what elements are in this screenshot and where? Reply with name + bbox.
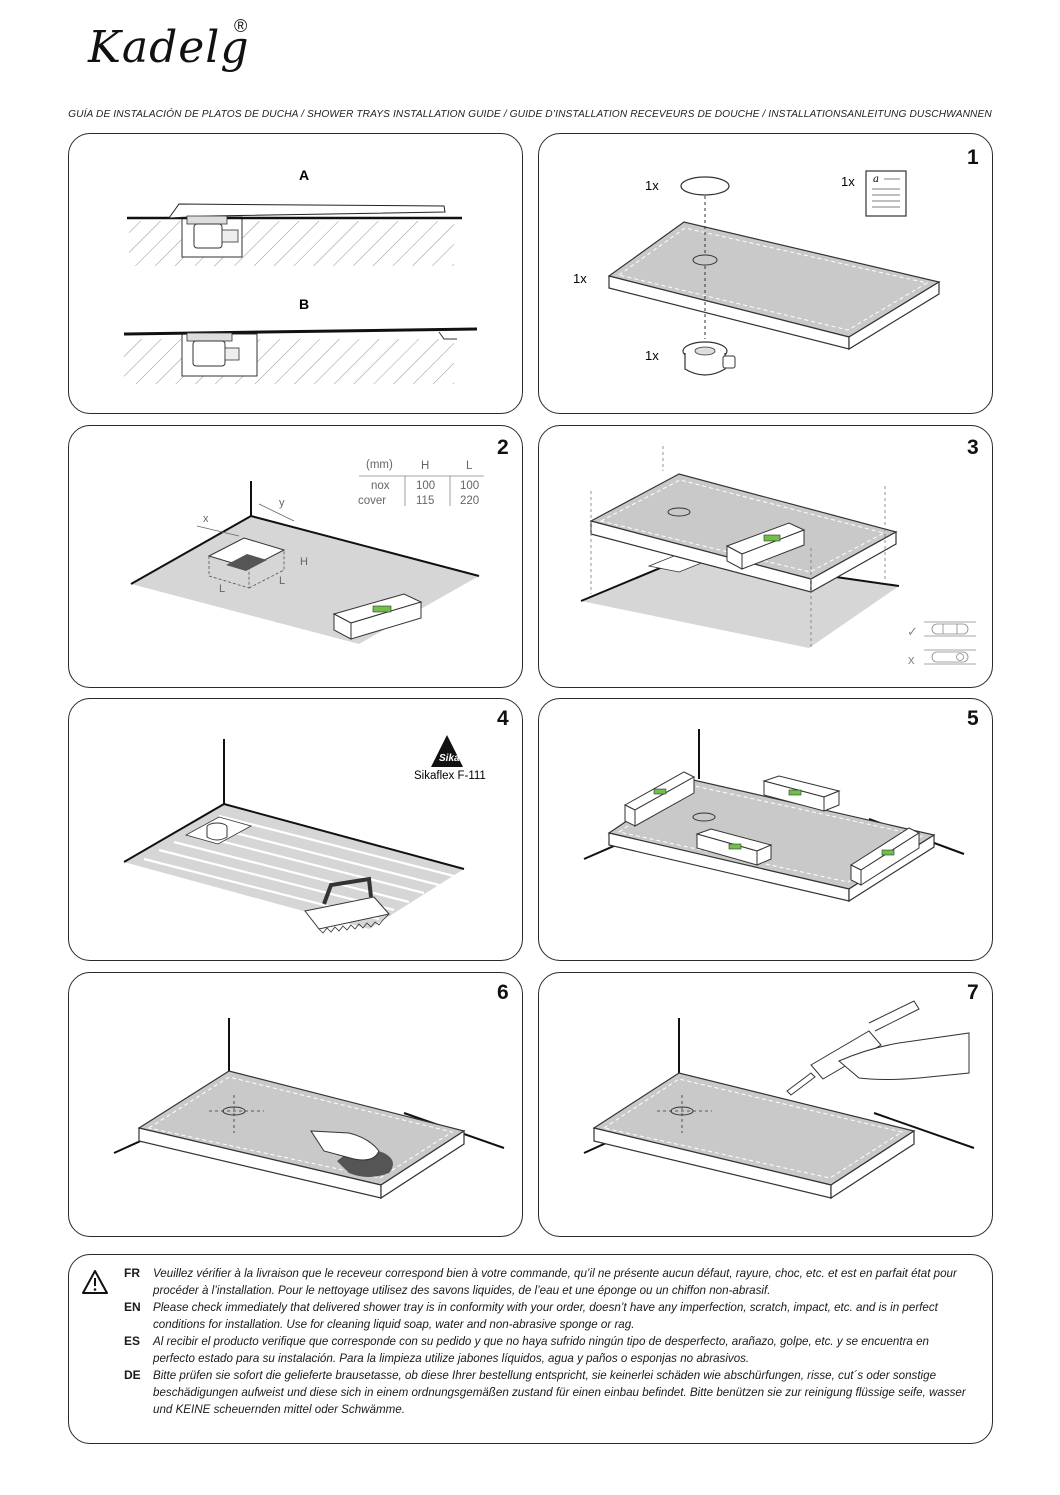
notice-box: FR Veuillez vérifier à la livraison que … — [68, 1254, 993, 1444]
dimensions-table: (mm) H L nox 100 100 cover 115 220 — [358, 459, 484, 507]
svg-text:a: a — [873, 174, 879, 185]
dim-h: H — [300, 556, 308, 568]
table-row-l: 220 — [460, 495, 479, 507]
qty-drain: 1x — [645, 348, 659, 363]
dim-l2: L — [279, 575, 285, 587]
dim-l1: L — [219, 583, 225, 595]
sealing-illustration — [583, 1000, 975, 1200]
drain-sections-illustration: A B — [123, 167, 478, 384]
qty-manual: 1x — [841, 174, 855, 189]
table-col-l: L — [466, 460, 473, 472]
language-code: ES — [124, 1334, 141, 1348]
sealant-product-name: Sikaflex F-111 — [414, 770, 486, 782]
drain-trap-icon — [682, 341, 736, 376]
drain-cover-icon — [680, 176, 730, 196]
table-row-l: 100 — [460, 480, 479, 492]
panel-step-4: 4 Sika Sikaflex F-111 — [68, 698, 523, 961]
step-number: 1 — [967, 146, 979, 169]
dim-y: y — [279, 497, 285, 509]
check-ok: ✓ — [907, 625, 918, 640]
manual-icon: a — [865, 170, 907, 217]
brand-name: Kadelg — [88, 22, 250, 73]
tray-cleaning-illustration — [113, 1018, 505, 1200]
registered-mark: ® — [234, 16, 248, 36]
brand-logo: Kadelg ® — [88, 14, 258, 88]
spirit-level-icon — [623, 771, 696, 827]
panel-step-5: 5 — [538, 698, 993, 961]
shower-tray-icon — [607, 221, 941, 351]
cleaning-hand-icon — [310, 1130, 393, 1177]
step-number: 6 — [497, 981, 509, 1004]
adhesive-application-illustration: Sika Sikaflex F-111 — [123, 735, 486, 934]
language-code: DE — [124, 1368, 141, 1382]
level-incorrect-icon — [924, 649, 976, 665]
step-number: 3 — [967, 436, 979, 459]
notice-text: Please check immediately that delivered … — [153, 1301, 938, 1331]
panel-step-7: 7 — [538, 972, 993, 1237]
step-number: 5 — [967, 707, 979, 730]
spirit-level-icon — [762, 775, 841, 812]
step-number: 7 — [967, 981, 979, 1004]
notice-text: Veuillez vérifier à la livraison que le … — [153, 1267, 957, 1297]
warning-icon — [82, 1270, 108, 1294]
table-row-name: cover — [358, 495, 386, 507]
table-row-name: nox — [371, 480, 390, 492]
dim-x: x — [203, 513, 209, 525]
level-correct-icon — [924, 621, 976, 637]
step-number: 4 — [497, 707, 509, 730]
language-code: FR — [124, 1266, 140, 1280]
qty-cover: 1x — [645, 178, 659, 193]
panel-step-3: 3 ✓ x — [538, 425, 993, 688]
sika-brand-mark: Sika — [439, 753, 460, 764]
notched-trowel-icon — [304, 876, 390, 934]
panel-drain-types: A B — [68, 133, 523, 414]
check-bad: x — [908, 652, 915, 667]
tray-levelling-illustration — [583, 729, 965, 903]
spirit-level-icon — [849, 827, 921, 886]
step-number: 2 — [497, 436, 509, 459]
spirit-level-icon — [332, 593, 423, 640]
qty-tray: 1x — [573, 271, 587, 286]
label-b: B — [299, 296, 309, 312]
table-col-h: H — [421, 460, 429, 472]
sika-logo-icon: Sika — [431, 735, 463, 767]
language-code: EN — [124, 1300, 141, 1314]
table-unit: (mm) — [366, 459, 393, 471]
table-row-h: 100 — [416, 480, 435, 492]
label-a: A — [299, 167, 309, 183]
spirit-level-icon — [695, 828, 773, 866]
panel-step-1: 1 1x 1x a 1x 1x — [538, 133, 993, 414]
package-contents-illustration: 1x 1x a 1x 1x — [573, 170, 941, 376]
guide-title: GUÍA DE INSTALACIÓN DE PLATOS DE DUCHA /… — [68, 109, 992, 120]
panel-step-2: 2 (mm) H L nox 100 100 cover 115 220 x y… — [68, 425, 523, 688]
table-row-h: 115 — [416, 495, 434, 507]
drain-trap-icon — [206, 822, 228, 841]
tray-placement-illustration: ✓ x — [580, 446, 976, 667]
notice-text: Al recibir el producto verifique que cor… — [153, 1335, 929, 1365]
spirit-level-icon — [725, 522, 806, 570]
caulking-gun-icon — [786, 1000, 970, 1096]
notice-text: Bitte prüfen sie sofort die gelieferte b… — [153, 1369, 966, 1416]
floor-preparation-illustration: (mm) H L nox 100 100 cover 115 220 x y H… — [130, 459, 484, 644]
panel-step-6: 6 — [68, 972, 523, 1237]
